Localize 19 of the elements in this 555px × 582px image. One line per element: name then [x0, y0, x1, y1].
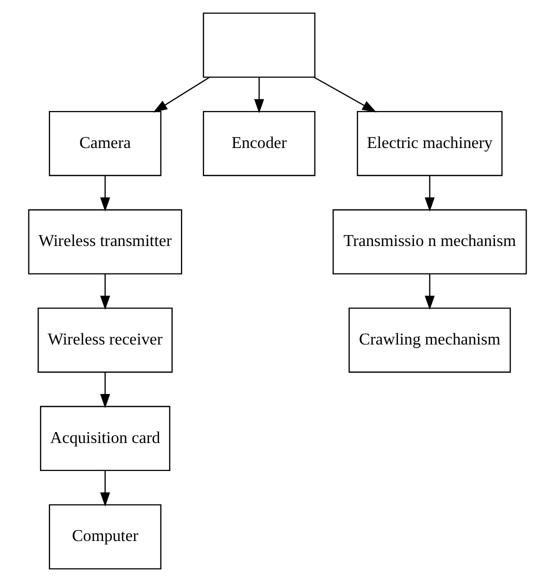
node-box: Wireless transmitter [28, 209, 182, 274]
node-box: Encoder [202, 110, 316, 176]
arrow [100, 274, 110, 310]
node-box: Crawling mechanism [348, 308, 511, 373]
arrow [424, 176, 435, 212]
arrow [100, 176, 110, 212]
node-box: Wireless receiver [38, 308, 173, 373]
arrow [153, 76, 210, 112]
arrow [254, 77, 264, 114]
node-box: Acquisition card [40, 406, 170, 472]
arrow [100, 372, 110, 408]
node-box [202, 12, 316, 78]
node-box: Electric machinery [356, 110, 503, 176]
node-box: Computer [48, 504, 162, 570]
arrow [100, 470, 110, 507]
arrow [424, 274, 435, 310]
arrow [314, 76, 376, 112]
node-box: Camera [48, 110, 162, 176]
node-box: Transmissio n mechanism [332, 209, 527, 274]
